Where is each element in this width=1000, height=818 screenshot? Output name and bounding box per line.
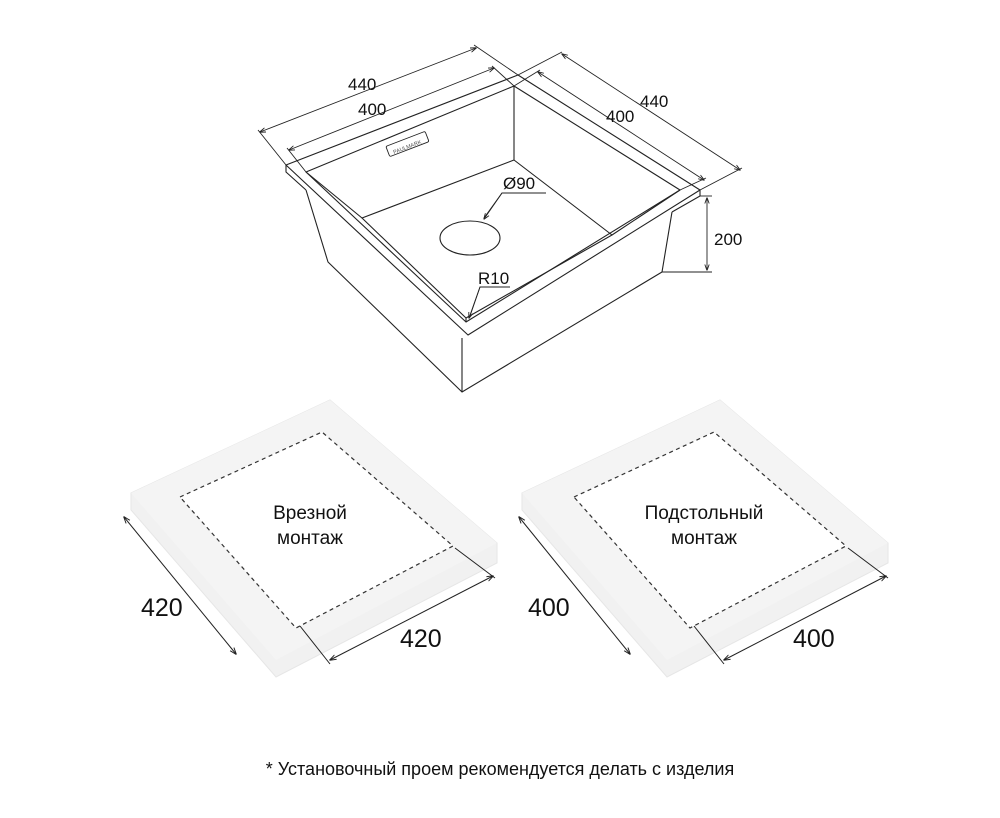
cutout-inset-label-2: монтаж — [277, 528, 343, 549]
cutout-undermount-label-1: Подстольный — [645, 503, 764, 524]
sink-rim-edge-left — [285, 165, 307, 191]
bowl-back-left-edge — [305, 171, 363, 219]
sink-body-left-wall — [305, 189, 463, 393]
dim-inner-depth: 400 — [606, 107, 634, 126]
footnote: * Установочный проем рекомендуется делат… — [266, 759, 734, 779]
sink-rim-edge-right — [671, 190, 701, 213]
cutout-undermount-label-2: монтаж — [671, 528, 737, 549]
dim-height: 200 — [714, 230, 742, 249]
dim-drain-diameter: Ø90 — [503, 174, 535, 193]
cutout-inset-label-1: Врезной — [273, 503, 347, 524]
dim-outer-width: 440 — [348, 75, 376, 94]
cutout-inset — [124, 399, 498, 678]
drain-hole — [439, 220, 501, 256]
cutout-inset-side-right: 420 — [400, 625, 442, 653]
dim-outer-depth: 440 — [640, 92, 668, 111]
sink-dimensions — [257, 44, 743, 318]
sink-drawing — [285, 74, 701, 393]
bowl-corner-right — [611, 189, 681, 236]
cutout-undermount-side-left: 400 — [528, 594, 570, 622]
dim-inner-width: 400 — [358, 100, 386, 119]
dim-corner-radius: R10 — [478, 269, 509, 288]
cutout-undermount — [519, 399, 889, 678]
cutout-undermount-side-right: 400 — [793, 625, 835, 653]
bowl-floor — [361, 159, 613, 319]
cutout-inset-side-left: 420 — [141, 594, 183, 622]
